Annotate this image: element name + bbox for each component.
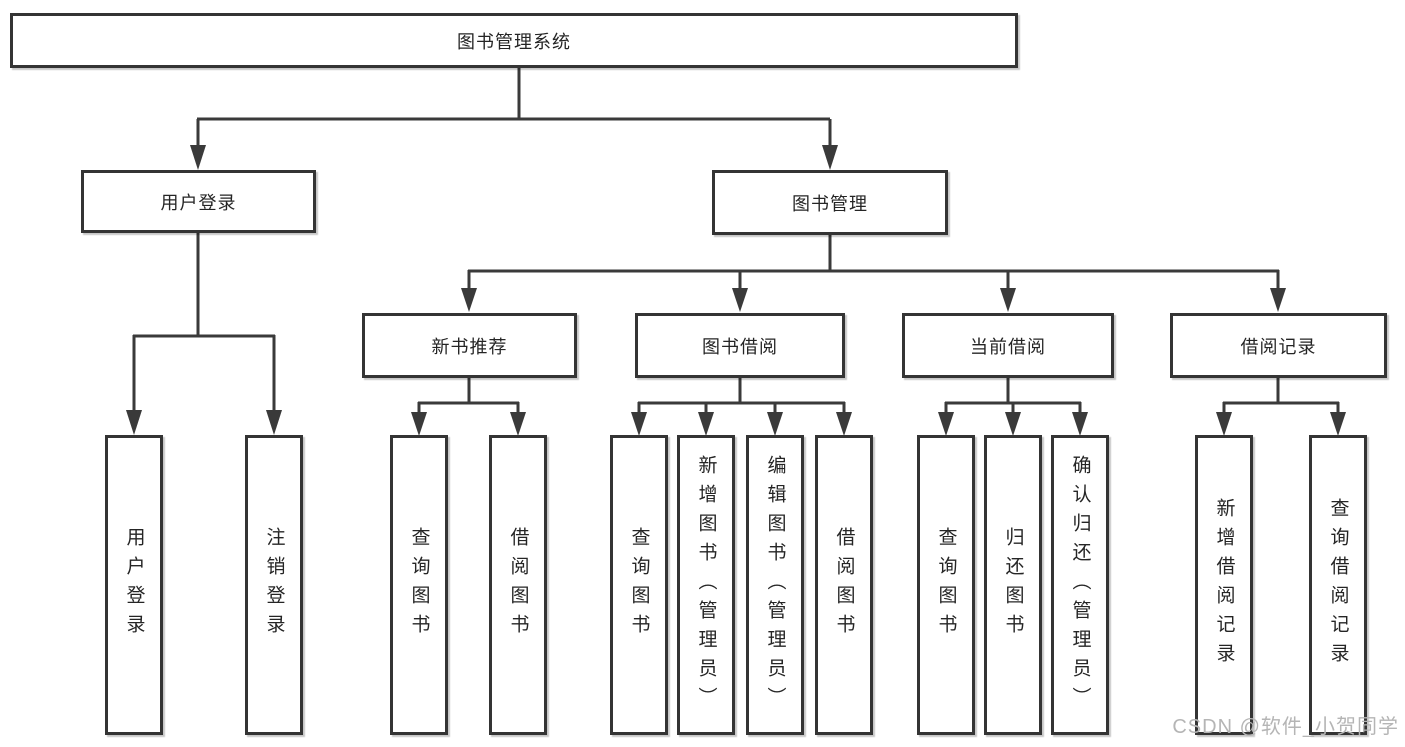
node-user-login: 用户登录: [81, 170, 316, 233]
node-label: 当前借阅: [970, 336, 1046, 357]
node-label: 借阅记录: [1240, 336, 1317, 357]
leaf-edit-books-admin: 编辑图书（管理员）: [746, 435, 804, 735]
leaf-query-books-borrow: 查询图书: [610, 435, 668, 735]
leaf-label: 查询图书: [408, 527, 430, 643]
leaf-label: 归还图书: [1002, 527, 1024, 643]
leaf-label: 查询借阅记录: [1327, 498, 1349, 672]
leaf-return-books: 归还图书: [984, 435, 1042, 735]
node-label: 图书管理系统: [457, 31, 571, 52]
leaf-label: 查询图书: [935, 527, 957, 643]
node-borrow-records: 借阅记录: [1170, 313, 1387, 378]
node-label: 图书借阅: [702, 336, 778, 357]
node-new-book-recommend: 新书推荐: [362, 313, 577, 378]
node-label: 用户登录: [160, 192, 237, 213]
leaf-label: 查询图书: [628, 527, 650, 643]
leaf-label: 编辑图书（管理员）: [764, 454, 786, 716]
node-book-management: 图书管理: [712, 170, 948, 235]
node-current-borrow: 当前借阅: [902, 313, 1114, 378]
leaf-logout: 注销登录: [245, 435, 303, 735]
node-book-borrow: 图书借阅: [635, 313, 845, 378]
leaf-label: 注销登录: [263, 527, 285, 643]
leaf-query-borrow-record: 查询借阅记录: [1309, 435, 1367, 735]
node-root-library-system: 图书管理系统: [10, 13, 1018, 68]
leaf-confirm-return-admin: 确认归还（管理员）: [1051, 435, 1109, 735]
csdn-watermark: CSDN @软件_小贺同学: [1172, 716, 1399, 738]
leaf-query-books-current: 查询图书: [917, 435, 975, 735]
leaf-borrow-books: 借阅图书: [815, 435, 873, 735]
leaf-label: 新增图书（管理员）: [695, 454, 717, 716]
leaf-add-borrow-record: 新增借阅记录: [1195, 435, 1253, 735]
leaf-user-login: 用户登录: [105, 435, 163, 735]
node-label: 图书管理: [792, 193, 868, 214]
leaf-query-books-recommend: 查询图书: [390, 435, 448, 735]
leaf-label: 借阅图书: [507, 527, 529, 643]
leaf-borrow-books-recommend: 借阅图书: [489, 435, 547, 735]
leaf-label: 借阅图书: [833, 527, 855, 643]
leaf-label: 确认归还（管理员）: [1069, 454, 1091, 716]
leaf-label: 新增借阅记录: [1213, 498, 1235, 672]
leaf-add-books-admin: 新增图书（管理员）: [677, 435, 735, 735]
node-label: 新书推荐: [431, 336, 508, 357]
leaf-label: 用户登录: [123, 527, 145, 643]
